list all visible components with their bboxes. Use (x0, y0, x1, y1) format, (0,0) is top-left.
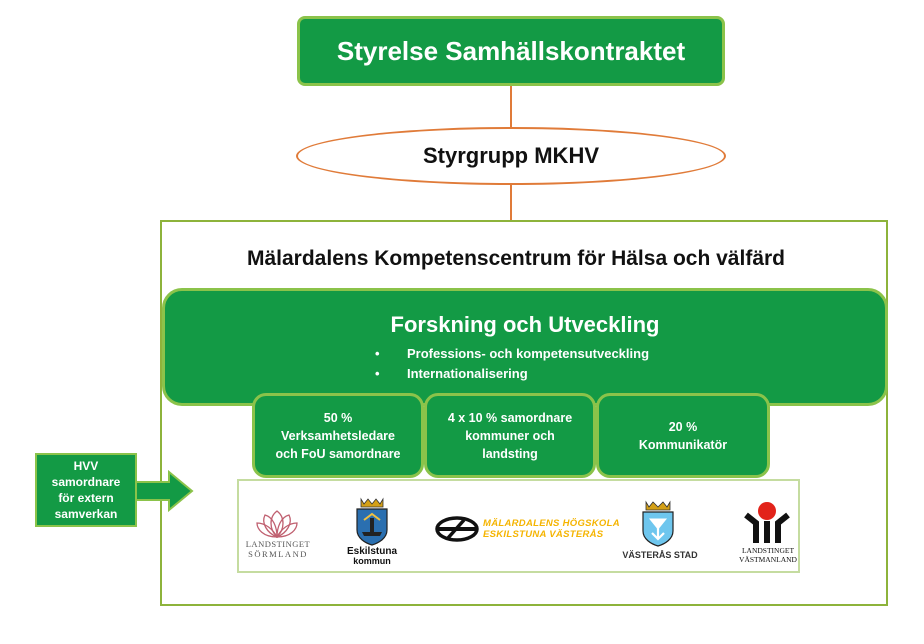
hvv-box: HVV samordnare för extern samverkan (35, 453, 137, 527)
hvv-arrow-icon (135, 470, 194, 512)
styrgrupp-ellipse: Styrgrupp MKHV (296, 127, 726, 185)
sormland-logo-line-1: LANDSTINGET (245, 539, 311, 549)
eskilstuna-crest-icon (356, 497, 388, 546)
styrelse-box: Styrelse Samhällskontraktet (297, 16, 725, 86)
centrum-title: Mälardalens Kompetenscentrum för Hälsa o… (247, 247, 785, 270)
sormland-logo-icon (256, 510, 298, 538)
eskilstuna-logo-line-1: Eskilstuna (346, 546, 398, 557)
role-box-verksamhetsledare: 50 % Verksamhetsledare och FoU samordnar… (252, 393, 424, 478)
hvv-line-1: HVV (73, 459, 99, 473)
styrelse-label: Styrelse Samhällskontraktet (336, 35, 686, 66)
hvv-line-4: samverkan (54, 507, 118, 521)
role-box-kommunikator: 20 % Kommunikatör (596, 393, 770, 478)
mdh-logo-icon (435, 516, 479, 542)
vasteras-crest-icon (642, 500, 674, 547)
role-2-line-1: 4 x 10 % samordnare (447, 410, 573, 425)
hvv-line-2: samordnare (51, 475, 121, 489)
fou-bullet-1: • Professions- och kompetensutveckling (375, 346, 650, 361)
vastmanland-logo-line-2: VÄSTMANLAND (739, 555, 797, 564)
role-1-line-1: 50 % (323, 410, 353, 425)
role-3-line-1: 20 % (668, 419, 698, 434)
styrgrupp-label: Styrgrupp MKHV (423, 143, 599, 168)
bullet-icon: • (375, 346, 380, 361)
fou-bullet-1-text: Professions- och kompetensutveckling (407, 346, 650, 361)
hvv-line-3: för extern (58, 491, 114, 505)
sormland-logo-line-2: SÖRMLAND (248, 549, 308, 559)
eskilstuna-logo-line-2: kommun (353, 556, 391, 566)
role-3-line-2: Kommunikatör (638, 437, 728, 452)
mdh-logo-line-2: ESKILSTUNA VÄSTERÅS (483, 529, 604, 540)
connector-line-top (510, 86, 512, 127)
fou-bullet-2: • Internationalisering (375, 366, 528, 381)
role-1-line-3: och FoU samordnare (275, 446, 401, 461)
role-box-samordnare: 4 x 10 % samordnare kommuner och landsti… (424, 393, 596, 478)
vastmanland-logo-line-1: LANDSTINGET (741, 546, 795, 555)
mdh-logo-line-1: MÄLARDALENS HÖGSKOLA (483, 518, 620, 529)
vasteras-logo-text: VÄSTERÅS STAD (622, 550, 698, 560)
role-2-line-2: kommuner och (465, 428, 555, 443)
fou-bullet-2-text: Internationalisering (407, 366, 528, 381)
vastmanland-logo-icon (744, 502, 790, 543)
logos-strip (237, 479, 800, 573)
fou-box (162, 288, 888, 406)
role-2-line-3: landsting (482, 446, 538, 461)
role-1-line-2: Verksamhetsledare (281, 428, 395, 443)
fou-title: Forskning och Utveckling (390, 312, 660, 337)
connector-line-bottom (510, 185, 512, 222)
bullet-icon: • (375, 366, 380, 381)
